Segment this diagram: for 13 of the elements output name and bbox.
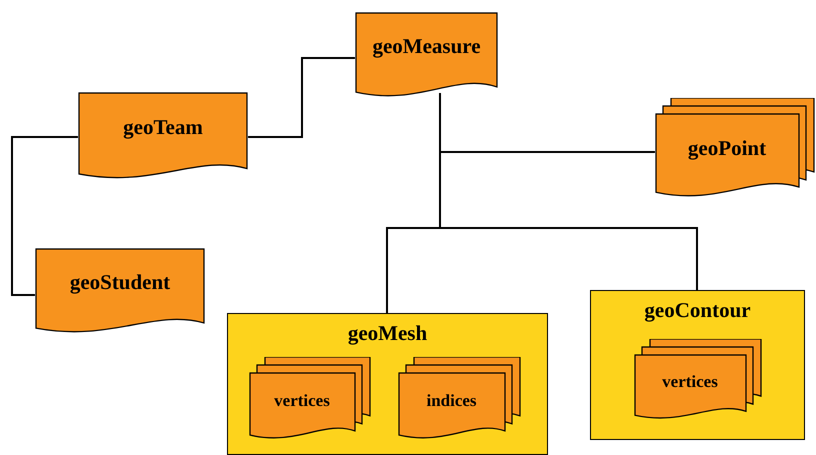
node-label: vertices	[274, 390, 330, 412]
node-label: geoTeam	[123, 114, 203, 142]
node-label: geoStudent	[70, 269, 170, 296]
node-label: geoPoint	[688, 134, 766, 162]
node-label: indices	[426, 390, 477, 412]
group-box	[590, 290, 805, 440]
connector-line	[248, 57, 355, 138]
node-label: geoMesh	[348, 321, 428, 345]
group-box	[227, 313, 548, 455]
connector-line	[11, 136, 78, 296]
node-label: geoMeasure	[372, 33, 481, 60]
node-label: geoContour	[644, 298, 751, 322]
node-label: vertices	[662, 370, 718, 393]
